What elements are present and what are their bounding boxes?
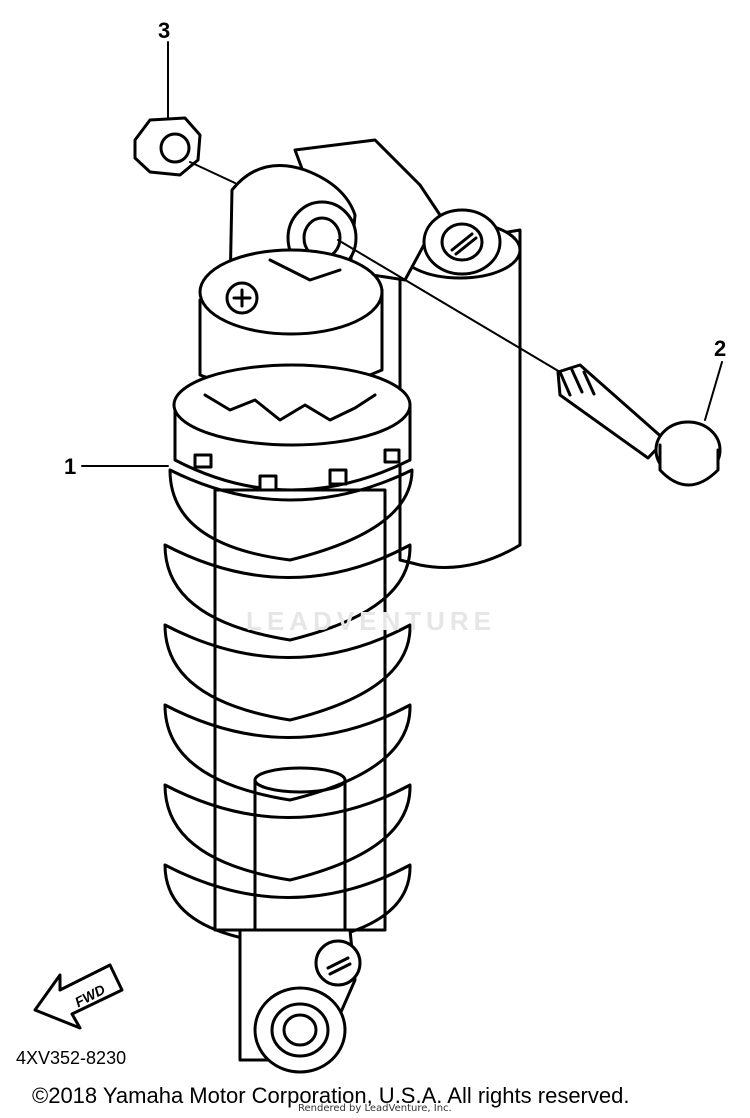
- copyright-notice: ©2018 Yamaha Motor Corporation, U.S.A. A…: [32, 1083, 630, 1108]
- callout-part-1: 1: [64, 454, 77, 479]
- part-code: 4XV352-8230: [16, 1048, 127, 1068]
- coil-spring: [163, 468, 414, 947]
- leader-lines: [81, 41, 723, 467]
- damper-body-cap: [198, 248, 384, 393]
- fwd-arrow-icon: [33, 963, 124, 1030]
- rendered-by-note: Rendered by LeadVenture, Inc.: [298, 1103, 452, 1114]
- bolt-part-2: [556, 363, 722, 487]
- collar-nut-part-3: [133, 116, 202, 177]
- lower-mount-eye: [238, 928, 362, 1074]
- spring-adjuster-ring: [172, 363, 412, 492]
- callout-part-2: 2: [714, 336, 727, 361]
- callout-part-3: 3: [158, 18, 171, 43]
- watermark: LEADVENTURE: [246, 606, 497, 636]
